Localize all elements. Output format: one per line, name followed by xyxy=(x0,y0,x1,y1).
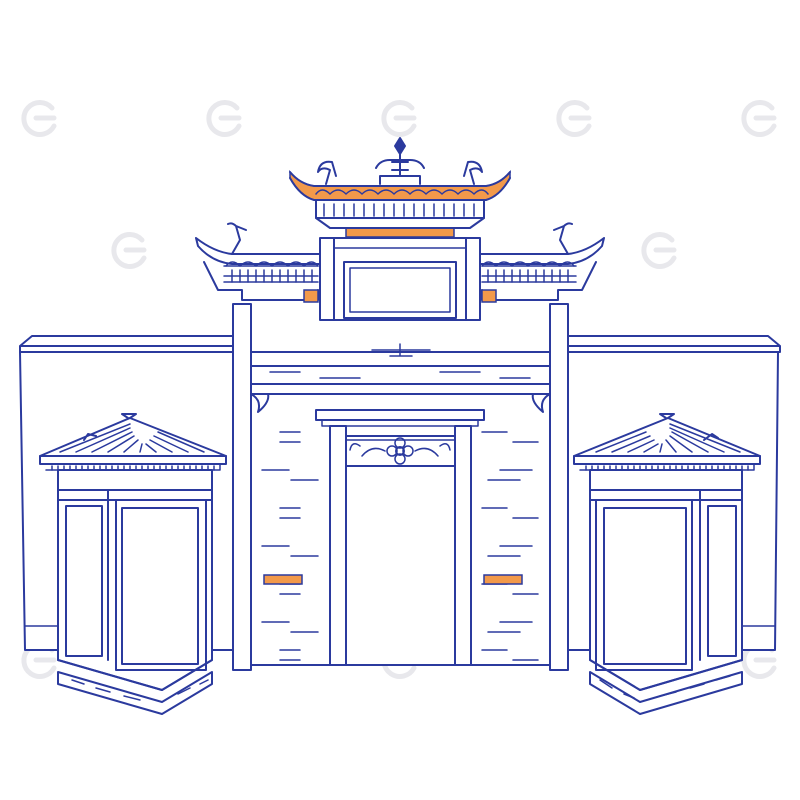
watermark-mark xyxy=(111,231,147,269)
right-brick-panel xyxy=(481,431,539,661)
brick-course xyxy=(481,507,539,519)
watermark-mark xyxy=(556,99,592,137)
watermark-mark xyxy=(206,99,242,137)
brick-course xyxy=(481,431,539,443)
watermark-mark xyxy=(21,99,57,137)
watermark-mark xyxy=(381,99,417,137)
left-brick-panel xyxy=(261,431,319,661)
watermark-mark xyxy=(641,231,677,269)
accent-brick xyxy=(483,574,523,585)
left-side-roof xyxy=(195,222,325,303)
brick-course xyxy=(279,649,301,661)
top-roof xyxy=(289,137,511,229)
brick-course xyxy=(261,621,319,633)
brick-course xyxy=(487,469,533,481)
left-pavilion xyxy=(39,413,227,715)
right-pavilion xyxy=(573,413,761,715)
brick-course xyxy=(261,469,319,481)
brick-course xyxy=(487,545,533,557)
brick-course xyxy=(481,649,539,661)
flower-ornament xyxy=(349,437,451,465)
brick-course xyxy=(487,621,533,633)
arch-doorway xyxy=(315,409,485,666)
gate-body xyxy=(232,303,569,671)
brick-course xyxy=(261,545,319,557)
brick-course xyxy=(279,431,301,443)
center-plaque xyxy=(319,227,481,321)
accent-brick xyxy=(263,574,303,585)
brick-course xyxy=(279,507,301,519)
watermark-mark xyxy=(741,99,777,137)
right-side-roof xyxy=(475,222,605,303)
